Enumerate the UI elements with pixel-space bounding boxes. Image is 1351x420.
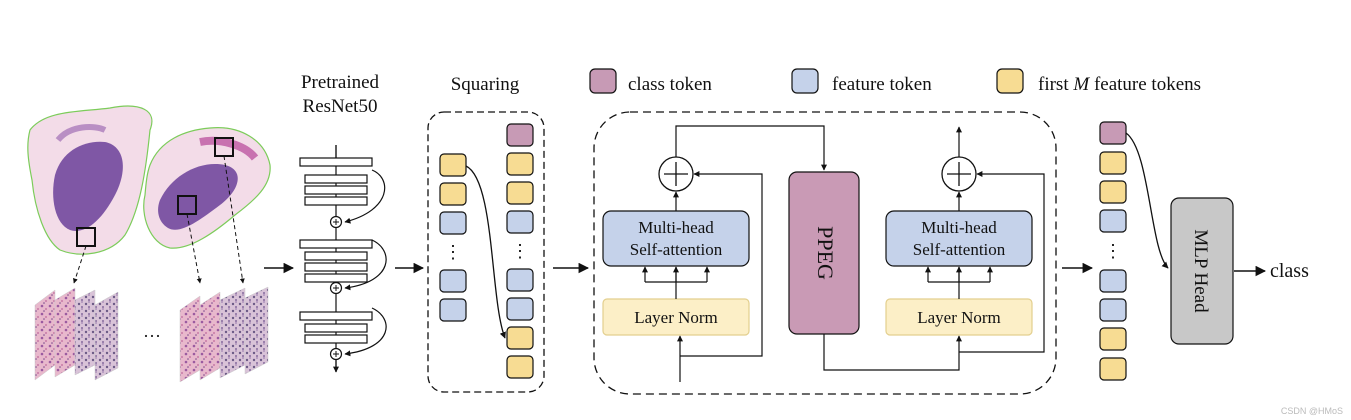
token-first-m xyxy=(506,355,534,379)
token-first-m xyxy=(1099,180,1127,204)
output-tokens xyxy=(1099,121,1127,381)
resnet-block-diagram xyxy=(299,145,387,373)
token-first-m xyxy=(439,153,467,177)
token-first-m xyxy=(506,326,534,350)
slide-image-left xyxy=(27,105,153,255)
token-first-m xyxy=(1099,357,1127,381)
token-first-m xyxy=(439,182,467,206)
token-feature xyxy=(439,298,467,322)
patch-projection-arrows xyxy=(73,155,245,284)
patch-tiles-right xyxy=(179,286,269,383)
token-first-m xyxy=(506,181,534,205)
mhsa-label-line2: Self-attention xyxy=(913,240,1006,259)
token-feature xyxy=(1099,269,1127,293)
token-feature xyxy=(439,211,467,235)
legend-feature-swatch xyxy=(791,68,819,94)
layer-norm-label: Layer Norm xyxy=(917,308,1001,327)
squaring-input-tokens xyxy=(439,153,467,322)
squaring-output-tokens xyxy=(506,123,534,379)
token-first-m xyxy=(1099,327,1127,351)
squaring-panel xyxy=(427,111,545,393)
legend-feature-label: feature token xyxy=(832,74,932,95)
token-feature xyxy=(439,269,467,293)
translayer-left: Layer Norm Multi-head Self-attention xyxy=(602,125,827,382)
token-class xyxy=(1099,121,1127,145)
watermark: CSDN @HMoS xyxy=(1280,406,1343,416)
squaring-input-ellipsis: ⋮ xyxy=(444,242,462,262)
class-token-arrow xyxy=(1125,132,1169,269)
resnet50-label: ResNet50 xyxy=(303,96,378,117)
mhsa-label-line1: Multi-head xyxy=(921,218,997,237)
token-feature xyxy=(506,210,534,234)
legend-first-m-swatch xyxy=(996,68,1024,94)
legend-class-swatch xyxy=(589,68,617,94)
patch-tiles-left xyxy=(34,287,119,381)
class-output-label: class xyxy=(1270,260,1309,282)
pretrained-label: Pretrained xyxy=(301,72,380,93)
legend-first-m-label: first M feature tokens xyxy=(1038,74,1201,95)
layer-norm-label: Layer Norm xyxy=(634,308,718,327)
residual-plus-marks xyxy=(333,219,339,357)
patch-ellipsis: ··· xyxy=(143,326,161,346)
ppeg-label: PPEG xyxy=(813,226,838,280)
transformer-panel xyxy=(593,111,1057,395)
token-first-m xyxy=(1099,151,1127,175)
mlp-head-label: MLP Head xyxy=(1190,229,1211,313)
legend: class token feature token first M featur… xyxy=(589,68,1201,95)
token-class xyxy=(506,123,534,147)
token-feature xyxy=(506,268,534,292)
output-tokens-ellipsis: ⋮ xyxy=(1104,241,1122,261)
mhsa-label-line1: Multi-head xyxy=(638,218,714,237)
squaring-output-ellipsis: ⋮ xyxy=(511,241,529,261)
translayer-right: Layer Norm Multi-head Self-attention xyxy=(823,126,1045,371)
squaring-copy-arrow xyxy=(465,165,506,339)
squaring-label: Squaring xyxy=(451,74,520,95)
mhsa-label-line2: Self-attention xyxy=(630,240,723,259)
mlp-head-block xyxy=(1170,197,1234,345)
legend-class-label: class token xyxy=(628,74,712,95)
token-feature xyxy=(1099,298,1127,322)
slide-image-right xyxy=(143,127,271,249)
token-feature xyxy=(506,297,534,321)
token-first-m xyxy=(506,152,534,176)
token-feature xyxy=(1099,209,1127,233)
